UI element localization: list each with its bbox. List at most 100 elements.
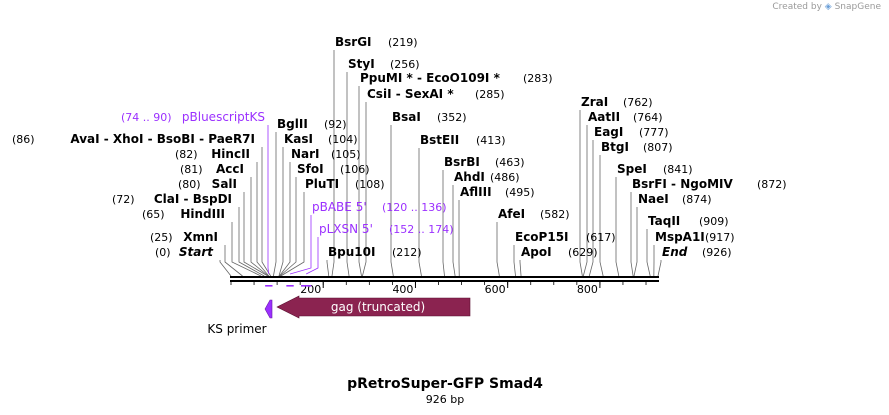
site-bsrgi[interactable]: BsrGI(219) <box>335 35 418 49</box>
site-leader-line <box>273 132 277 277</box>
primer-site-pbluescriptks[interactable]: pBluescriptKS (74 .. 90) <box>121 110 265 124</box>
site-bsai[interactable]: BsaI(352) <box>392 110 467 124</box>
site-afei[interactable]: AfeI (582) <box>498 207 570 221</box>
site-avai-xhoi-bsobi-paer7i[interactable]: AvaI - XhoI - BsoBI - PaeR7I(86) <box>12 132 255 146</box>
site-leader-line <box>496 222 500 277</box>
site-position: (841) <box>663 163 693 176</box>
ruler-tick-label: 600 <box>485 283 506 296</box>
ks-primer-arrow[interactable] <box>264 299 273 319</box>
site-position: (108) <box>355 178 385 191</box>
site-leader-line <box>326 260 330 277</box>
site-name: BsrFI - NgoMIV <box>632 177 733 191</box>
site-acci[interactable]: AccI(81) <box>180 162 244 176</box>
site-bpu10i[interactable]: Bpu10I(212) <box>328 245 422 259</box>
site-ppumi-ecoo109i[interactable]: PpuMI * - EcoO109I * (283) <box>360 71 553 85</box>
site-aatii[interactable]: AatII(764) <box>588 110 663 124</box>
site-position: (617) <box>586 231 616 244</box>
primer-site-bar <box>286 285 294 287</box>
primer-site-range: (120 .. 136) <box>382 201 447 214</box>
site-hincii[interactable]: HincII(82) <box>175 147 250 161</box>
site-leader-line <box>250 177 269 277</box>
primer-site-pbabe-5[interactable]: pBABE 5' (120 .. 136) <box>312 200 447 214</box>
gag-feature[interactable]: gag (truncated) <box>276 295 471 319</box>
site-sali[interactable]: SalI(80) <box>178 177 237 191</box>
site-name: ClaI - BspDI <box>154 192 232 206</box>
site-styi[interactable]: StyI(256) <box>348 57 420 71</box>
site-leader-line <box>657 260 662 277</box>
site-bsrbi[interactable]: BsrBI(463) <box>444 155 525 169</box>
site-position: (582) <box>540 208 570 221</box>
site-pluti[interactable]: PluTI(108) <box>305 177 385 191</box>
ks-primer-label: KS primer <box>207 322 266 336</box>
site-nari[interactable]: NarI (105) <box>291 147 361 161</box>
gag-arrow[interactable] <box>276 295 471 319</box>
site-mspa1i[interactable]: MspA1I(917) <box>655 230 735 244</box>
site-end[interactable]: End(926) <box>662 245 732 259</box>
site-leader-line <box>231 222 262 277</box>
site-csii-sexai[interactable]: CsiI - SexAI *(285) <box>367 87 505 101</box>
primer-site-plxsn-5[interactable]: pLXSN 5'(152 .. 174) <box>319 222 454 236</box>
primer-leader-line <box>289 215 312 275</box>
site-name: PpuMI * - EcoO109I * <box>360 71 501 85</box>
site-position: (352) <box>437 111 467 124</box>
site-naei[interactable]: NaeI (874) <box>638 192 712 206</box>
site-spei[interactable]: SpeI(841) <box>617 162 693 176</box>
site-leader-line <box>346 72 350 277</box>
site-name: BglII <box>277 117 308 131</box>
site-eagi[interactable]: EagI(777) <box>594 125 669 139</box>
site-labels: BsrGI(219) StyI(256)PpuMI * - EcoO109I * (… <box>12 35 787 259</box>
site-sfoi[interactable]: SfoI(106) <box>297 162 370 176</box>
site-xmni[interactable]: XmnI(25) <box>150 230 218 244</box>
site-zrai[interactable]: ZraI (762) <box>581 95 653 109</box>
site-ahdi[interactable]: AhdI(486) <box>454 170 520 184</box>
site-name: NarI <box>291 147 320 161</box>
site-name: SalI <box>212 177 237 191</box>
site-bglii[interactable]: BglII(92) <box>277 117 347 131</box>
site-apoi[interactable]: ApoI(629) <box>521 245 598 259</box>
site-leader-line <box>362 102 367 277</box>
site-bsrfi-ngomiv[interactable]: BsrFI - NgoMIV(872) <box>632 177 787 191</box>
site-leader-line <box>219 260 232 277</box>
site-ecop15i[interactable]: EcoP15I(617) <box>515 230 616 244</box>
site-leader-line <box>633 207 638 277</box>
plasmid-name: pRetroSuper-GFP Smad4 <box>347 376 543 392</box>
site-leader-line <box>358 86 362 277</box>
site-kasi[interactable]: KasI(104) <box>284 132 358 146</box>
site-leader-lines <box>219 50 662 277</box>
primer-site-name: pBluescriptKS <box>182 110 265 124</box>
site-name: Bpu10I <box>328 245 375 259</box>
primer-site-name: pBABE 5' <box>312 200 367 214</box>
gag-label: gag (truncated) <box>331 300 425 314</box>
site-bsteii[interactable]: BstEII(413) <box>420 133 506 147</box>
site-name: HincII <box>211 147 250 161</box>
site-position: (917) <box>705 231 735 244</box>
created-by-text: Created by <box>772 2 822 12</box>
site-position: (25) <box>150 231 173 244</box>
site-afliii[interactable]: AflIII(495) <box>460 185 535 199</box>
site-leader-line <box>615 177 620 277</box>
site-position: (105) <box>331 148 361 161</box>
site-leader-line <box>279 177 297 277</box>
site-name: NaeI <box>638 192 669 206</box>
site-name: ZraI <box>581 95 608 109</box>
site-hindiii[interactable]: HindIII(65) <box>142 207 225 221</box>
site-clai-bspdi[interactable]: ClaI - BspDI (72) <box>112 192 232 206</box>
site-leader-line <box>452 185 456 277</box>
site-btgi[interactable]: BtgI(807) <box>601 140 673 154</box>
site-leader-line <box>279 162 291 277</box>
site-name: SfoI <box>297 162 324 176</box>
ks-primer-feature[interactable]: KS primer <box>207 299 273 336</box>
site-name: EagI <box>594 125 623 139</box>
site-position: (762) <box>623 96 653 109</box>
site-leader-line <box>646 229 651 277</box>
site-name: AfeI <box>498 207 525 221</box>
site-position: (486) <box>490 171 520 184</box>
primer-site-range: (74 .. 90) <box>121 111 172 124</box>
site-position: (874) <box>682 193 712 206</box>
site-position: (72) <box>112 193 135 206</box>
site-position: (283) <box>523 72 553 85</box>
site-taqii[interactable]: TaqII(909) <box>648 214 729 228</box>
primer-site-bars <box>265 285 312 287</box>
site-start[interactable]: Start(0) <box>155 245 214 259</box>
